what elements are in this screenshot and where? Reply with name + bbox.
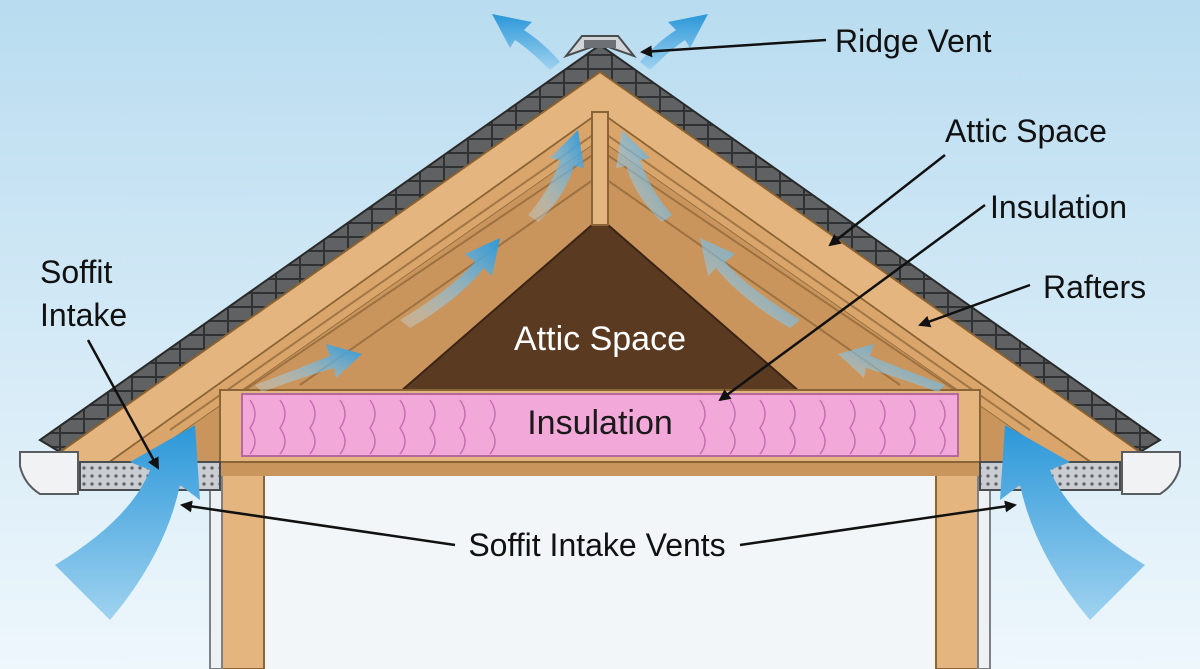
label-soffit-intake-line2: Intake: [40, 297, 127, 333]
label-rafters: Rafters: [1043, 269, 1146, 305]
label-insulation-inner: Insulation: [527, 404, 673, 442]
label-attic-space-outer: Attic Space: [945, 113, 1107, 149]
ridge-vent-slot: [584, 40, 616, 48]
label-ridge-vent: Ridge Vent: [835, 23, 992, 59]
label-soffit-intake-vents: Soffit Intake Vents: [468, 527, 725, 563]
ridge-board: [592, 112, 608, 225]
right-wall-post: [936, 460, 980, 669]
label-soffit-intake-line1: Soffit: [40, 254, 112, 290]
label-attic-space-inner: Attic Space: [514, 320, 686, 358]
left-wall-post: [220, 460, 264, 669]
label-insulation-outer: Insulation: [990, 189, 1127, 225]
room-interior: [222, 462, 980, 669]
